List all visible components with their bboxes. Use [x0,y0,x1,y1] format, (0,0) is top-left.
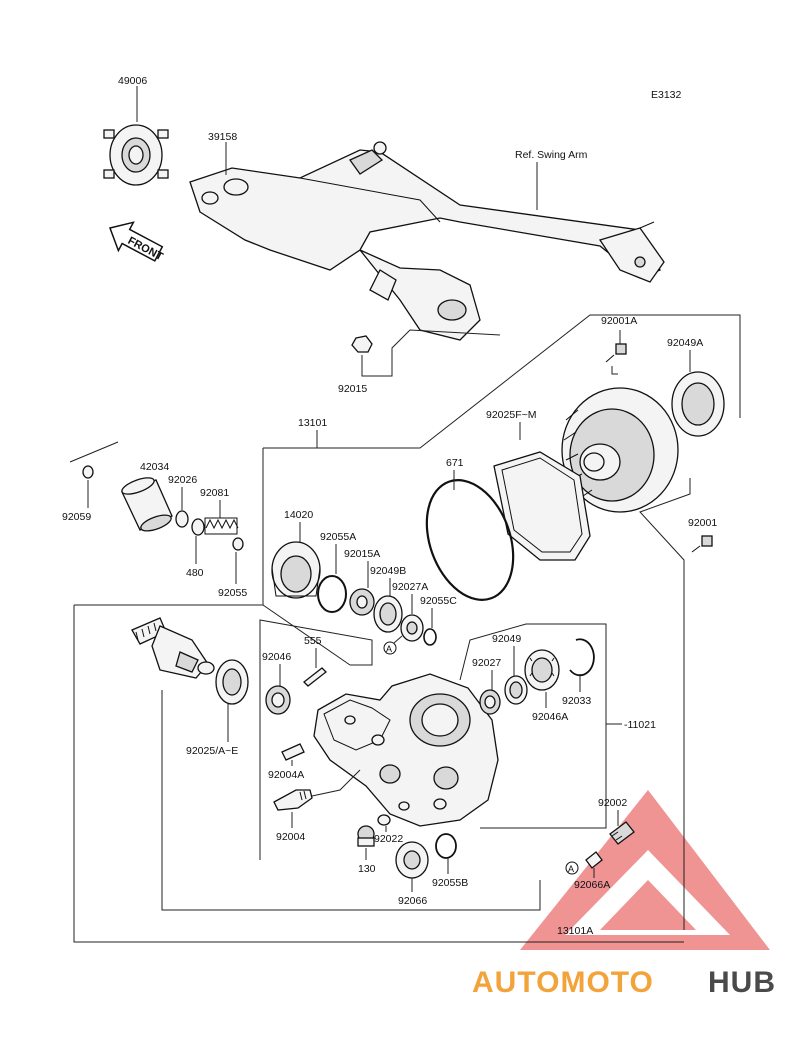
watermark-logo [520,790,770,950]
label-130: 130 [358,863,376,875]
label-92026: 92026 [168,474,197,486]
label-92081: 92081 [200,487,229,499]
part-pinion-shaft [131,617,215,679]
watermark-brand-part1: AUTOMOTO [472,966,654,999]
part-39158-swing-arm [189,141,665,341]
part-92022-washer [377,814,391,826]
label-480: 480 [186,567,204,579]
part-92001-bolt [691,535,713,553]
label-92033: 92033 [562,695,591,707]
label-92025FM: 92025F~M [486,409,537,421]
label-11021: -11021 [624,719,656,731]
svg-text:A: A [568,864,574,874]
part-92026-washer [175,510,189,528]
part-92049-seal [504,675,528,705]
label-92049A: 92049A [667,337,703,349]
part-49006-bearing [103,124,169,186]
part-480-washer [191,518,205,536]
part-92033-circlip [569,638,595,677]
part-92015-nut [351,335,373,353]
label-92049: 92049 [492,633,521,645]
label-92022: 92022 [374,833,403,845]
part-92055-o-ring [232,537,244,551]
label-92046A: 92046A [532,711,568,723]
label-92055C: 92055C [420,595,457,607]
label-92004A: 92004A [268,769,304,781]
part-92001A-bolt [605,343,627,363]
part-92002-bolt [609,821,635,845]
label-92027A: 92027A [392,581,428,593]
part-92055B-o-ring [435,833,457,859]
part-92015A-nut [349,588,375,616]
ref-swing-arm-note: Ref. Swing Arm [515,149,588,161]
part-92004-stud [273,789,313,811]
part-92081-spring [204,517,239,535]
part-42034-sleeve [121,477,173,532]
label-49006: 49006 [118,75,147,87]
label-92059: 92059 [62,511,91,523]
watermark-triangle-core [600,880,696,930]
part-671-o-ring [425,479,515,601]
watermark-text: AUTOMOTO HUB [472,966,776,999]
part-92027-bearing [479,689,501,715]
svg-text:A: A [386,644,392,654]
part-92049A-seal [671,371,725,437]
label-92001A: 92001A [601,315,637,327]
part-92049B-seal [373,595,403,633]
part-92055A-o-ring [317,575,347,613]
label-92066: 92066 [398,895,427,907]
part-92025AE-shim [215,659,249,705]
label-39158: 39158 [208,131,237,143]
label-92001: 92001 [688,517,717,529]
part-92066-plug [395,841,429,879]
label-92025AE: 92025/A~E [186,745,238,757]
part-92046A-bearing [524,649,560,691]
label-92002: 92002 [598,797,627,809]
part-ring-gear [561,387,679,513]
label-92055: 92055 [218,587,247,599]
label-13101A: 13101A [557,925,593,937]
label-92046: 92046 [262,651,291,663]
label-92027: 92027 [472,657,501,669]
label-92055A: 92055A [320,531,356,543]
marker-a-lower: A [565,861,579,875]
part-92066A-plug [585,851,603,869]
label-92015: 92015 [338,383,367,395]
part-14020-cover [271,541,321,599]
part-92027A-bearing [400,614,424,642]
front-arrow: FRONT [109,221,165,263]
marker-a-upper: A [383,635,403,655]
label-92015A: 92015A [344,548,380,560]
label-92049B: 92049B [370,565,406,577]
label-42034: 42034 [140,461,169,473]
part-555-pin [303,667,327,687]
part-92025F-shim [493,451,591,561]
part-92004A-stud [281,743,305,761]
part-92046-bearing [265,685,291,715]
label-14020: 14020 [284,509,313,521]
part-92059-ring [82,465,94,479]
part-92055C-o-ring [423,628,437,646]
watermark-brand-part2: HUB [708,966,776,999]
label-13101: 13101 [298,417,327,429]
label-555: 555 [304,635,322,647]
part-11021-gear-case [313,673,499,827]
label-671: 671 [446,457,464,469]
diagram-code: E3132 [651,89,682,101]
label-92004: 92004 [276,831,305,843]
part-130-plug [357,825,375,847]
label-92066A: 92066A [574,879,610,891]
label-92055B: 92055B [432,877,468,889]
